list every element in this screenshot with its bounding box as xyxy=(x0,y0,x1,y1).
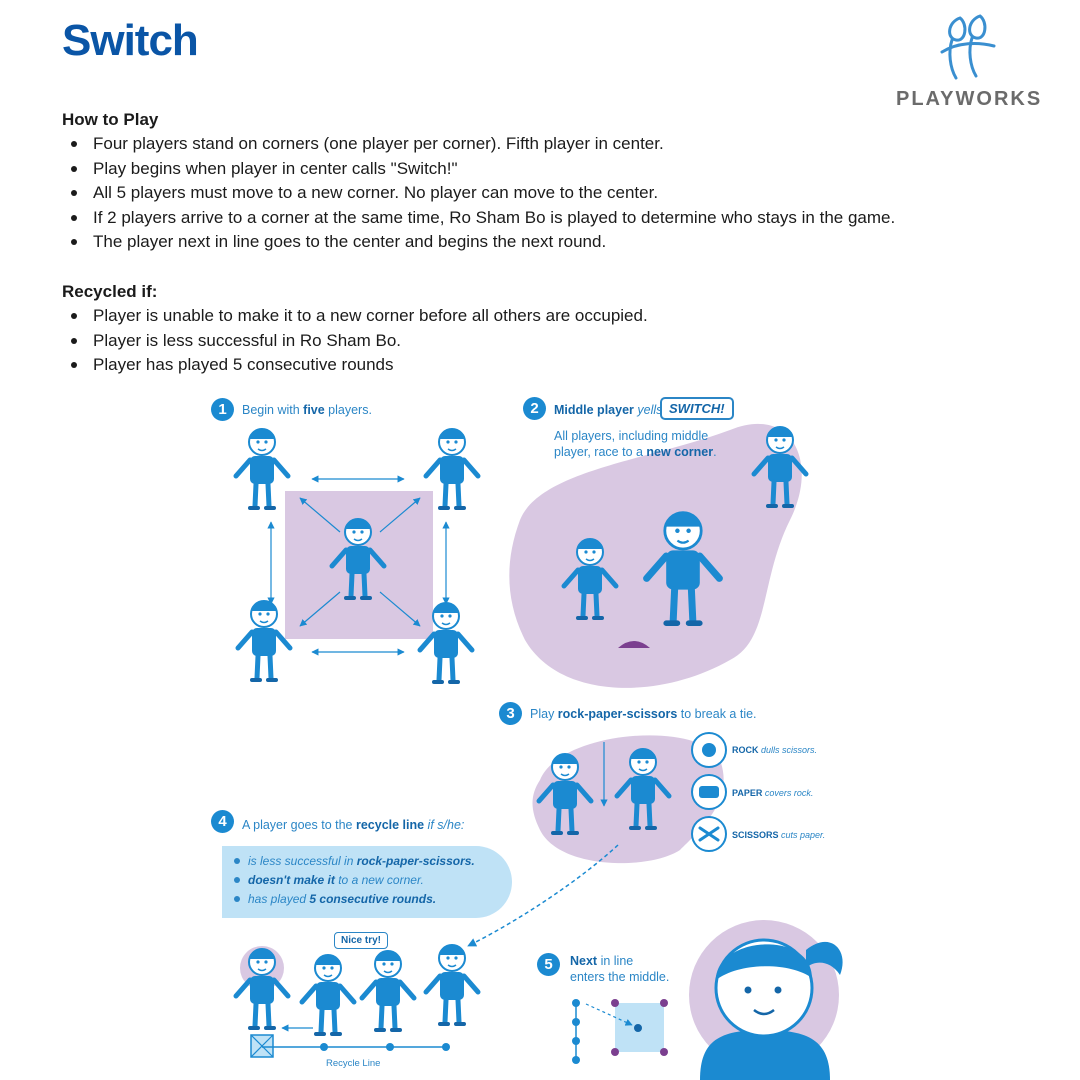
recycled-if-list: Player is unable to make it to a new cor… xyxy=(62,304,648,378)
caption-bold: five xyxy=(303,403,325,417)
step-1-number: 1 xyxy=(211,398,234,421)
caption-text: players. xyxy=(324,403,372,417)
rps-italic: covers rock. xyxy=(762,788,814,798)
step-2-number: 2 xyxy=(523,397,546,420)
tie-area xyxy=(532,735,724,864)
list-item: has played 5 consecutive rounds. xyxy=(234,890,512,909)
list-item: is less successful in rock-paper-scissor… xyxy=(234,852,512,871)
move-arrow xyxy=(299,497,341,533)
move-arrow xyxy=(379,497,421,533)
step-5-caption-line2: enters the middle. xyxy=(570,970,670,984)
list-item: All 5 players must move to a new corner.… xyxy=(62,181,895,206)
caption-text: to break a tie. xyxy=(677,707,757,721)
step-2-caption: Middle player yells xyxy=(554,402,662,418)
step-3-caption: Play rock-paper-scissors to break a tie. xyxy=(530,706,757,722)
item-text: has played xyxy=(248,892,310,906)
line-player-figure xyxy=(302,955,354,1034)
list-item: Player is unable to make it to a new cor… xyxy=(62,304,648,329)
paper-label: PAPER covers rock. xyxy=(732,788,813,798)
rps-italic: dulls scissors. xyxy=(758,745,818,755)
caption-bold: recycle line xyxy=(355,818,425,832)
list-item: Four players stand on corners (one playe… xyxy=(62,132,895,157)
player-figure xyxy=(426,429,478,508)
line-player-figure xyxy=(426,945,478,1024)
step-5-caption: Next in line xyxy=(570,953,633,969)
move-arrow xyxy=(379,591,421,627)
rock-label: ROCK dulls scissors. xyxy=(732,745,817,755)
cone xyxy=(618,641,650,648)
next-player-portrait xyxy=(700,938,843,1080)
step-4-caption: A player goes to the recycle line if s/h… xyxy=(242,817,464,833)
rps-bold: PAPER xyxy=(732,788,763,798)
caption-italic: yells xyxy=(633,403,663,417)
item-text: to a new corner. xyxy=(334,873,424,887)
list-item: doesn't make it to a new corner. xyxy=(234,871,512,890)
rps-italic: cuts paper. xyxy=(778,830,826,840)
list-item: Play begins when player in center calls … xyxy=(62,157,895,182)
move-arrow xyxy=(299,591,341,627)
caption-text: . xyxy=(713,445,717,459)
list-item: The player next in line goes to the cent… xyxy=(62,230,895,255)
line-player-figure xyxy=(362,951,414,1030)
playworks-logo: PLAYWORKS xyxy=(890,12,1050,112)
item-bold: doesn't make it xyxy=(248,873,335,887)
rps-bold: SCISSORS xyxy=(732,830,779,840)
scissors-label: SCISSORS cuts paper. xyxy=(732,830,825,840)
caption-text: player, race to a xyxy=(554,445,647,459)
list-item: Player is less successful in Ro Sham Bo. xyxy=(62,329,648,354)
playworks-logo-icon xyxy=(940,14,996,80)
how-to-play-list: Four players stand on corners (one playe… xyxy=(62,132,895,255)
item-bold: 5 consecutive rounds. xyxy=(309,892,437,906)
step-2-caption-line3: player, race to a new corner. xyxy=(554,444,717,460)
page-title: Switch xyxy=(62,16,199,65)
list-item: If 2 players arrive to a corner at the s… xyxy=(62,206,895,231)
recycle-conditions-box: is less successful in rock-paper-scissor… xyxy=(222,846,512,918)
caption-bold: Next xyxy=(570,954,598,968)
caption-bold: rock-paper-scissors xyxy=(557,707,678,721)
item-bold: rock-paper-scissors. xyxy=(356,854,475,868)
list-item: Player has played 5 consecutive rounds xyxy=(62,353,648,378)
step-3-number: 3 xyxy=(499,702,522,725)
player-figure xyxy=(238,601,290,680)
caption-text: Begin with xyxy=(242,403,304,417)
step-4-number: 4 xyxy=(211,810,234,833)
caption-bold: Middle player xyxy=(554,403,634,417)
step-2-caption-line2: All players, including middle xyxy=(554,429,709,443)
step-1-caption: Begin with five players. xyxy=(242,402,372,418)
caption-italic: if s/he: xyxy=(424,818,465,832)
how-to-play-heading: How to Play xyxy=(62,110,159,129)
recycle-conditions-list: is less successful in rock-paper-scissor… xyxy=(222,846,512,909)
item-text: is less successful in xyxy=(248,854,357,868)
race-area xyxy=(509,423,802,688)
step-5-number: 5 xyxy=(537,953,560,976)
player-figure xyxy=(236,429,288,508)
recycle-line-label: Recycle Line xyxy=(326,1058,381,1069)
nice-try-speech-bubble: Nice try! xyxy=(334,932,389,949)
caption-text: A player goes to the xyxy=(242,818,356,832)
caption-bold: new corner xyxy=(646,445,714,459)
rps-bold: ROCK xyxy=(732,745,759,755)
recycled-if-heading: Recycled if: xyxy=(62,282,158,301)
enter-arrow xyxy=(585,1003,633,1026)
caption-text: Play xyxy=(530,707,558,721)
caption-text: in line xyxy=(597,954,634,968)
switch-speech-bubble: SWITCH! xyxy=(660,397,734,420)
logo-wordmark: PLAYWORKS xyxy=(896,88,1043,110)
